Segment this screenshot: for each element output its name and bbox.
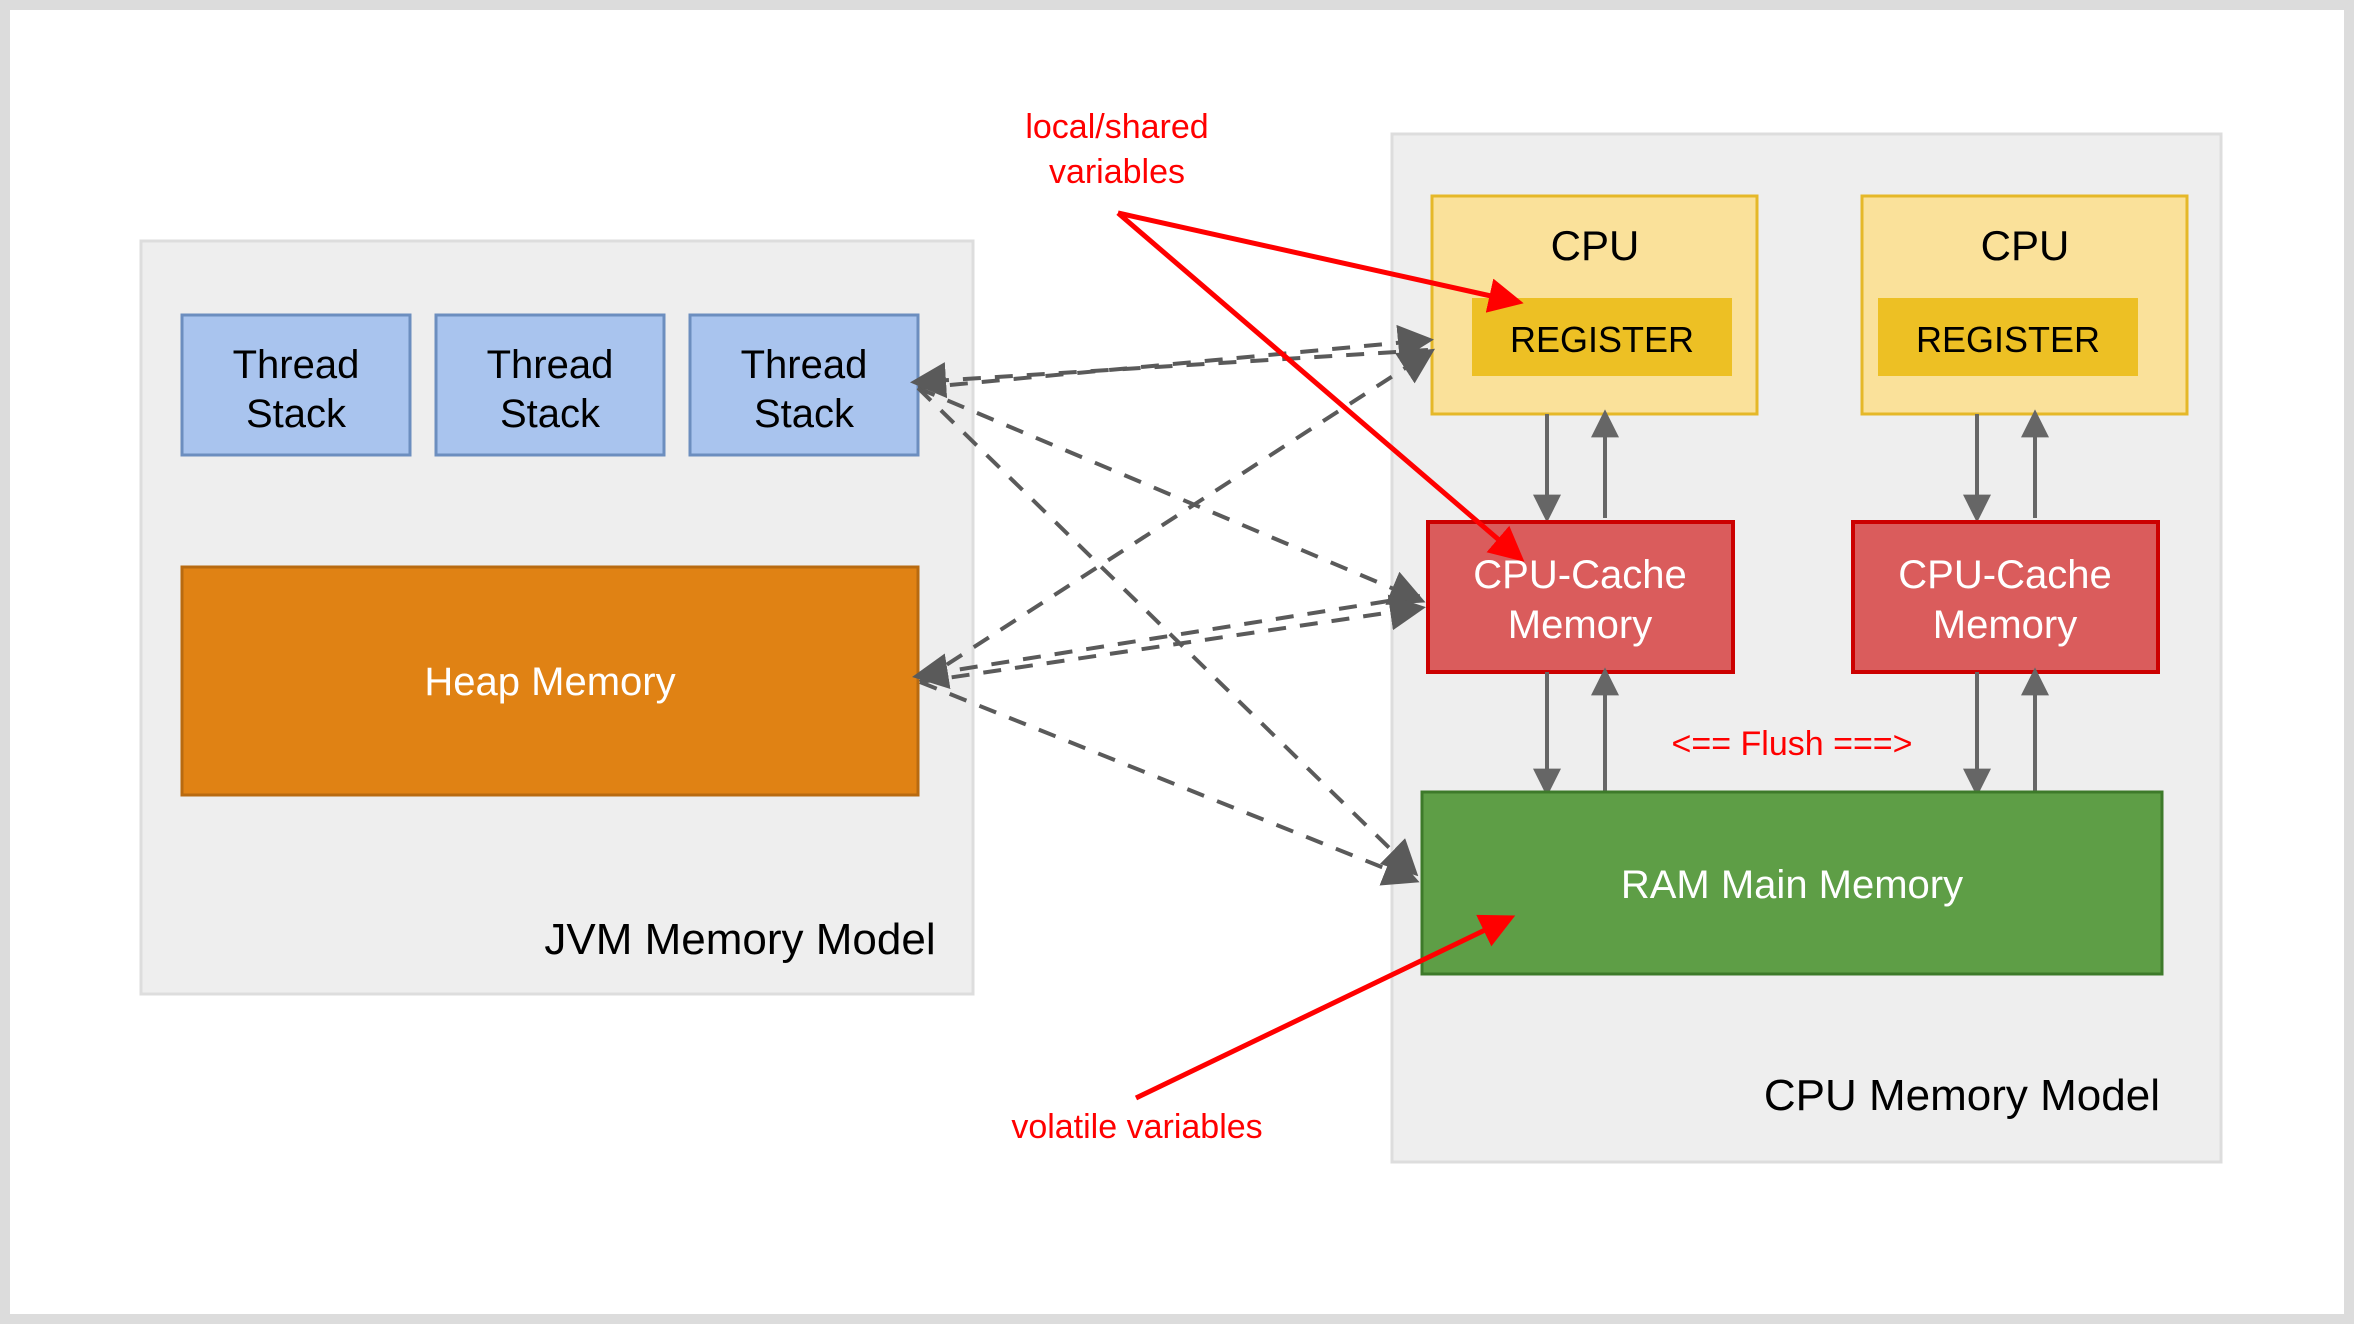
thread-stack-rect-2 (434, 313, 666, 457)
thread-stack-label-3-line1: Thread (741, 343, 868, 387)
cpu-core-1: CPU REGISTER (1430, 194, 1759, 416)
ram-main-memory-label: RAM Main Memory (1621, 863, 1963, 907)
connector-heap-to-ram (919, 680, 1420, 886)
connector-register-to-threadstack (910, 348, 1429, 399)
cpu-panel-title: CPU Memory Model (1764, 1071, 2160, 1120)
connector-heap-to-cache (919, 594, 1426, 684)
flush-label: <== Flush ===> (1671, 725, 1912, 763)
cpu-cache-label-1-line1: CPU-Cache (1473, 553, 1686, 597)
volatile-variables-label: volatile variables (1011, 1108, 1262, 1146)
connector-cache-to-heap (912, 594, 1421, 690)
heap-memory-rect (180, 565, 920, 797)
heap-memory-box[interactable]: Heap Memory (180, 565, 920, 797)
volatile-arrow-to-ram (1134, 914, 1516, 1101)
ram-main-memory-box[interactable]: RAM Main Memory (1420, 790, 2164, 976)
cpu-cache-label-2-line2: Memory (1933, 603, 2077, 647)
annotation-local-shared-variables: local/shared variables (1025, 108, 1525, 562)
cpu-cache-label-1-line2: Memory (1508, 603, 1652, 647)
cpu-label-2: CPU (1981, 222, 2070, 269)
thread-stack-label-2-line2: Stack (500, 392, 601, 436)
connector-threadstack-to-ram (916, 386, 1419, 877)
thread-stack-label-1-line1: Thread (233, 343, 360, 387)
jvm-panel-title: JVM Memory Model (544, 915, 935, 964)
heap-memory-label: Heap Memory (424, 660, 675, 704)
thread-stack-label-2-line1: Thread (487, 343, 614, 387)
thread-stack-box-3[interactable]: Thread Stack (688, 313, 920, 457)
connector-threadstack-to-register (917, 324, 1434, 390)
cpu-label-1: CPU (1551, 222, 1640, 269)
local-shared-variables-label-line2: variables (1049, 153, 1185, 191)
register-label-1: REGISTER (1510, 319, 1694, 360)
cpu-cache-rect-2 (1851, 520, 2160, 674)
local-shared-arrow-to-register (1117, 210, 1524, 313)
cpu-cache-rect-1 (1426, 520, 1735, 674)
annotation-volatile-variables: volatile variables (1011, 914, 1516, 1146)
thread-stack-label-3-line2: Stack (754, 392, 855, 436)
cpu-memory-model-panel: CPU REGISTER CPU-Cache Memory CPU REGIST… (1390, 132, 2223, 1164)
cpu-core-2: CPU REGISTER (1860, 194, 2189, 416)
cpu-cache-label-2-line1: CPU-Cache (1898, 553, 2111, 597)
thread-stack-box-2[interactable]: Thread Stack (434, 313, 666, 457)
local-shared-variables-label-line1: local/shared (1025, 108, 1208, 146)
register-label-2: REGISTER (1916, 319, 2100, 360)
connector-heap-to-register (918, 348, 1436, 684)
memory-model-diagram: Thread Stack Thread Stack Thread Stack H… (139, 108, 2223, 1164)
jvm-cpu-connectors (910, 324, 1436, 886)
ram-main-memory-rect (1420, 790, 2164, 976)
connector-threadstack-to-cache (917, 386, 1426, 605)
cpu-cache-memory-box-1[interactable]: CPU-Cache Memory (1426, 520, 1735, 674)
thread-stack-label-1-line2: Stack (246, 392, 347, 436)
thread-stack-rect-1 (180, 313, 412, 457)
register-box-2[interactable] (1878, 298, 2138, 376)
local-shared-arrow-to-cache (1116, 211, 1525, 562)
jvm-memory-model-panel: Thread Stack Thread Stack Thread Stack H… (139, 239, 975, 996)
thread-stack-box-1[interactable]: Thread Stack (180, 313, 412, 457)
cpu-cache-memory-box-2[interactable]: CPU-Cache Memory (1851, 520, 2160, 674)
